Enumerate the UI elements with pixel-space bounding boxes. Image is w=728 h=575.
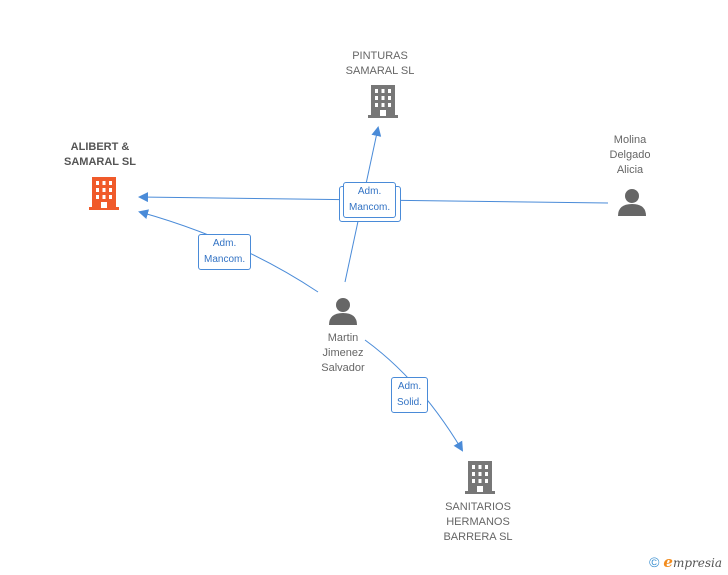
node-label-molina[interactable]: Molina Delgado Alicia <box>609 134 651 176</box>
person-icon <box>618 189 646 216</box>
edge-label-solid[interactable]: Adm. Solid. <box>391 377 429 413</box>
brand-logo: © empresia <box>649 553 722 571</box>
brand-rest: mpresia <box>672 556 722 570</box>
building-icon-main <box>89 177 119 210</box>
node-label-alibert[interactable]: ALIBERT & SAMARAL SL <box>64 141 136 168</box>
copyright-icon: © <box>649 554 660 570</box>
node-label-martin[interactable]: Martin Jimenez Salvador <box>321 332 365 374</box>
node-label-sanitarios[interactable]: SANITARIOS HERMANOS BARRERA SL <box>443 501 513 543</box>
edge-label-top-mancom[interactable]: Adm. Mancom. <box>343 182 397 218</box>
building-icon <box>368 85 398 118</box>
building-icon <box>465 461 495 494</box>
brand-e: e <box>663 553 673 571</box>
person-icon <box>329 298 357 325</box>
edge-label-left-mancom[interactable]: Adm. Mancom. <box>198 234 252 270</box>
node-label-pinturas[interactable]: PINTURAS SAMARAL SL <box>345 50 415 77</box>
